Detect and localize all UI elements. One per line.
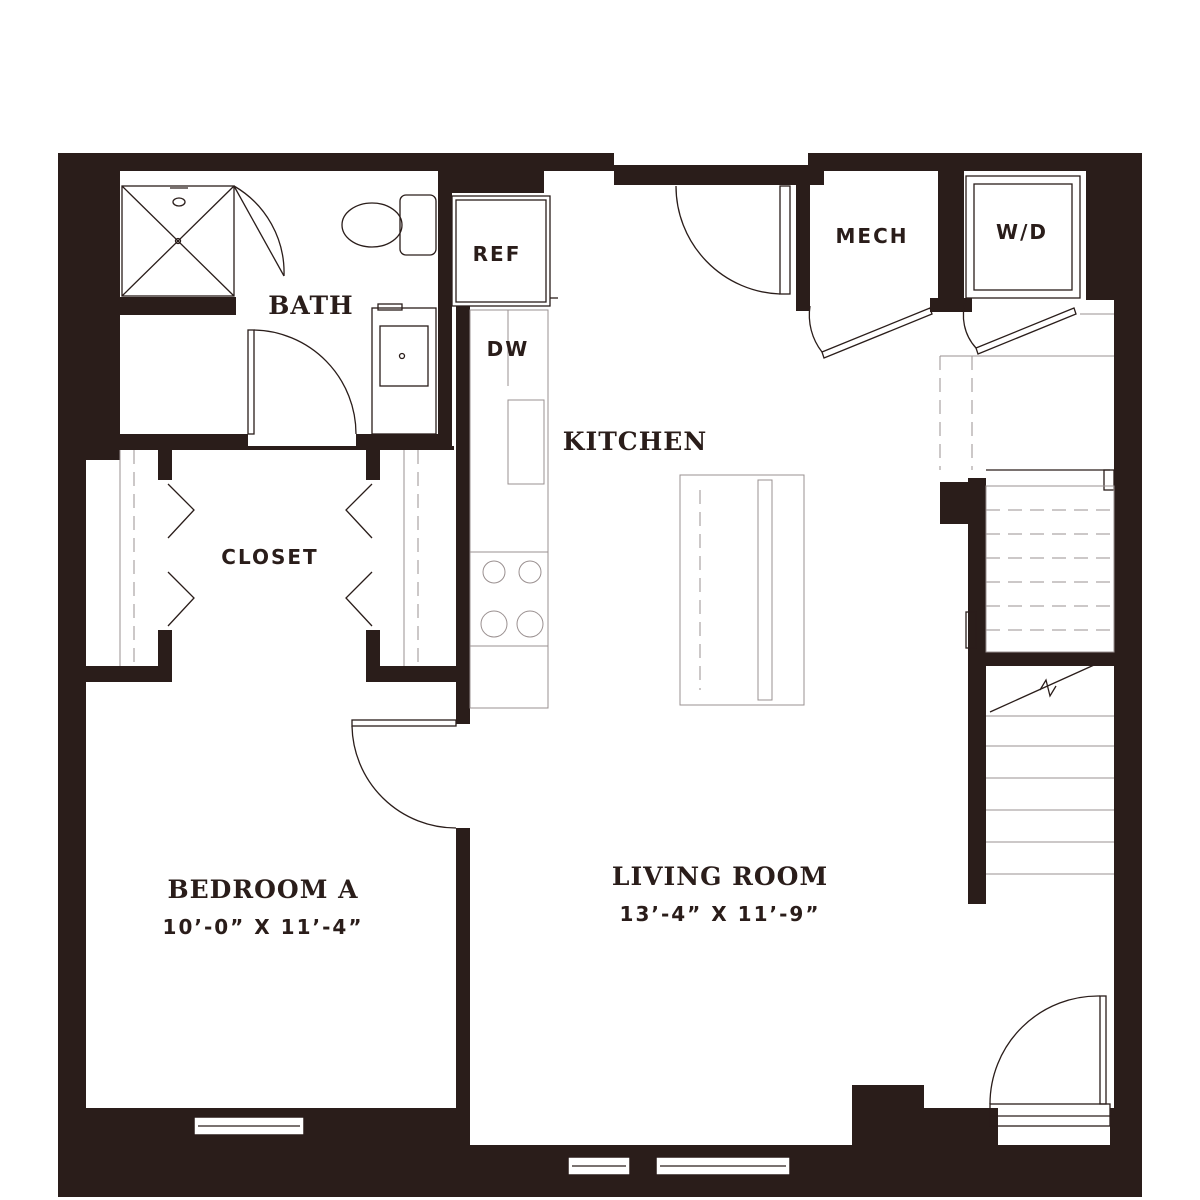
stairs-lower [986, 655, 1115, 875]
entry-door [989, 995, 1111, 1127]
kitchen-label: KITCHEN [563, 427, 707, 456]
mech-door [808, 305, 933, 359]
kitchen-top-door [675, 185, 791, 295]
living-room-label: LIVING ROOM [612, 862, 828, 891]
washer-dryer [962, 175, 1114, 355]
windows [193, 1116, 791, 1176]
mech-label: MECH [836, 224, 909, 248]
dw-label: DW [487, 337, 530, 361]
bath-vanity-sink [371, 303, 437, 435]
bedroom-label: BEDROOM A [168, 875, 359, 904]
bath-door [247, 329, 357, 435]
bath-label: BATH [268, 291, 353, 320]
interior-walls [86, 171, 1116, 1148]
wd-label: W/D [996, 220, 1048, 244]
shower [121, 185, 285, 297]
ref-label: REF [473, 242, 522, 266]
living-room-dimensions: 13’-4” X 11’-9” [620, 902, 821, 926]
kitchen-island [679, 474, 805, 706]
refrigerator [451, 195, 558, 307]
kitchen-counter [469, 309, 549, 709]
bedroom-dimensions: 10’-0” X 11’-4” [163, 915, 364, 939]
toilet [341, 194, 437, 256]
closet-bifold-doors [167, 483, 373, 627]
closet-label: CLOSET [221, 545, 318, 569]
stairs-upper [985, 485, 1115, 653]
bedroom-door [351, 719, 457, 829]
stair-landing [939, 355, 1115, 649]
closet-shelves [119, 450, 419, 666]
